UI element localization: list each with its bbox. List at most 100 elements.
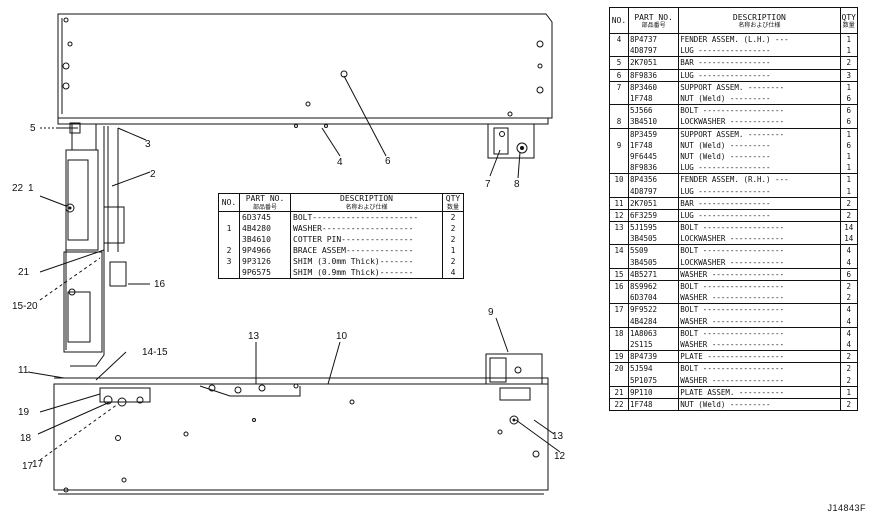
part-number: 1A8063 — [628, 326, 680, 339]
part-number: 6F3259 — [628, 208, 680, 222]
quantity: 2 — [442, 211, 464, 223]
callout-4: 4 — [337, 157, 343, 168]
quantity: 6 — [840, 116, 859, 128]
part-number: 8P4739 — [628, 350, 680, 363]
header-qty-label: QTY — [841, 12, 856, 22]
quantity: 1 — [840, 185, 859, 198]
item-number — [609, 256, 629, 269]
item-number — [609, 292, 629, 304]
part-number: 3B4505 — [628, 233, 680, 245]
part-number: 2S115 — [628, 338, 680, 351]
item-number: 2 — [218, 245, 240, 256]
description: BOLT ------------------ — [678, 104, 841, 117]
quantity: 2 — [442, 234, 464, 245]
quantity: 3 — [840, 68, 859, 82]
header-no: NO. — [218, 193, 240, 212]
item-number: 5 — [609, 56, 629, 70]
description: LOCKWASHER ------------ — [678, 256, 841, 269]
quantity: 4 — [840, 256, 859, 269]
part-number: 5P1075 — [628, 374, 680, 387]
quantity: 1 — [840, 162, 859, 174]
part-number: 5S09 — [628, 244, 680, 257]
part-number: 9P4966 — [239, 245, 291, 256]
part-number: 3B4505 — [628, 256, 680, 269]
part-number: 8P4356 — [628, 173, 680, 186]
quantity: 2 — [840, 374, 859, 387]
quantity: 1 — [840, 385, 859, 399]
description: BOLT ------------------ — [678, 279, 841, 293]
description: NUT (Weld) --------- — [678, 150, 841, 163]
table-row: 9F6445 NUT (Weld) ---------1 — [609, 150, 859, 163]
document-code: J14843F — [827, 503, 866, 513]
quantity: 6 — [840, 92, 859, 105]
callout-5: 5 — [30, 123, 36, 134]
header-part-no: PART NO.部品番号 — [239, 193, 291, 212]
description: NUT (Weld) --------- — [678, 92, 841, 105]
description: BOLT---------------------- — [290, 211, 443, 223]
part-number: 6D3745 — [239, 211, 291, 223]
quantity: 4 — [840, 338, 859, 351]
header-qty-sub: 数量 — [842, 21, 855, 29]
description: BOLT ------------------ — [678, 326, 841, 339]
quantity: 2 — [840, 362, 859, 375]
description: LUG ---------------- — [678, 208, 841, 222]
description: NUT (Weld) --------- — [678, 397, 841, 412]
part-number: 2K7051 — [628, 56, 680, 70]
quantity: 4 — [840, 326, 859, 339]
table-row: 4D8797 LUG ----------------1 — [609, 185, 859, 198]
description: SUPPORT ASSEM. -------- — [678, 127, 841, 140]
callout-15-20: 15-20 — [12, 301, 38, 312]
callout-22: 22 — [12, 183, 24, 194]
part-number: 8S9962 — [628, 279, 680, 293]
description: LUG ---------------- — [678, 162, 841, 174]
callout-16: 16 — [154, 279, 166, 290]
callout-13-top: 13 — [248, 331, 260, 342]
callout-2: 2 — [150, 169, 156, 180]
item-number: 18 — [609, 326, 629, 339]
description: BRACE ASSEM-------------- — [290, 245, 443, 256]
item-number — [218, 267, 240, 279]
item-number — [609, 338, 629, 351]
part-number: 8P3460 — [628, 80, 680, 93]
quantity: 1 — [840, 80, 859, 93]
part-number: 4B4284 — [628, 315, 680, 328]
item-number: 14 — [609, 244, 629, 257]
quantity: 2 — [840, 397, 859, 412]
item-number — [609, 104, 629, 117]
description: WASHER------------------- — [290, 223, 443, 234]
part-number: 8F9836 — [628, 162, 680, 174]
description: SHIM (0.9mm Thick)------- — [290, 267, 443, 279]
part-number: 5J1595 — [628, 221, 680, 234]
callout-9: 9 — [488, 307, 494, 318]
callout-11: 11 — [18, 365, 29, 376]
description: BAR ---------------- — [678, 56, 841, 70]
header-part-no: PART NO.部品番号 — [627, 7, 680, 34]
item-number: 11 — [609, 196, 629, 210]
quantity: 2 — [840, 292, 859, 304]
callout-1: 1 — [28, 183, 34, 194]
part-number: 9F6445 — [628, 150, 680, 163]
callout-8: 8 — [514, 179, 520, 190]
part-number: 4B4280 — [239, 223, 291, 234]
fender-exploded-view — [27, 13, 561, 495]
description: FENDER ASSEM. (R.H.) --- — [678, 173, 841, 186]
callout-13-bottom: 13 — [552, 431, 564, 442]
callout-17: 17 — [22, 461, 34, 472]
